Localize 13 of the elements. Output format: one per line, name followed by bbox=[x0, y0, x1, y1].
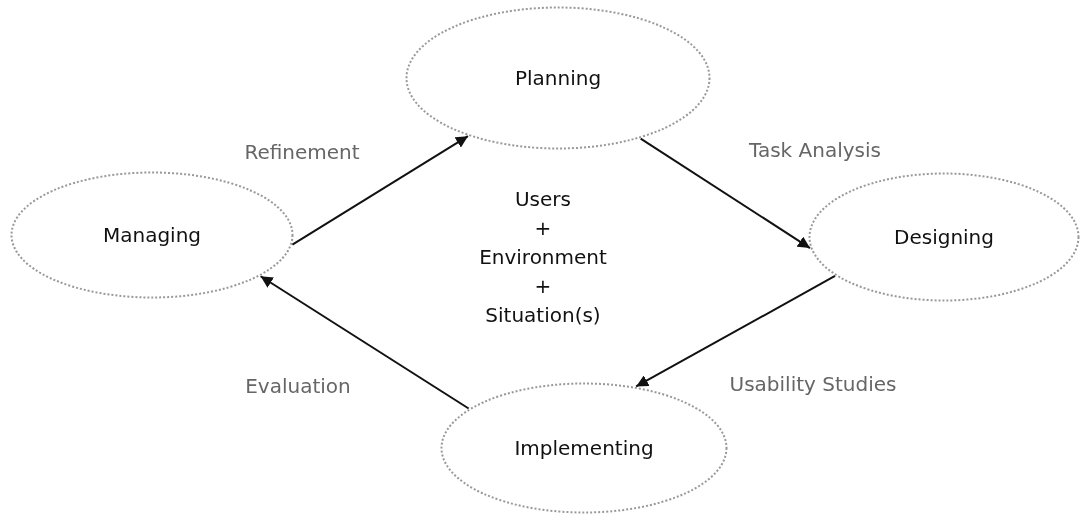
node-label: Planning bbox=[514, 66, 602, 90]
center-text: + bbox=[534, 215, 552, 242]
node-label: Managing bbox=[102, 223, 202, 247]
center-text: Situation(s) bbox=[485, 302, 601, 329]
node-label: Designing bbox=[894, 225, 994, 249]
node-label: Implementing bbox=[514, 436, 654, 460]
arrow bbox=[259, 275, 470, 410]
center-text: Environment bbox=[479, 244, 607, 271]
arrow bbox=[635, 274, 837, 388]
arrow bbox=[639, 137, 811, 250]
center-text: Users bbox=[515, 186, 571, 213]
arrow bbox=[291, 135, 469, 246]
center-text: + bbox=[534, 273, 552, 300]
